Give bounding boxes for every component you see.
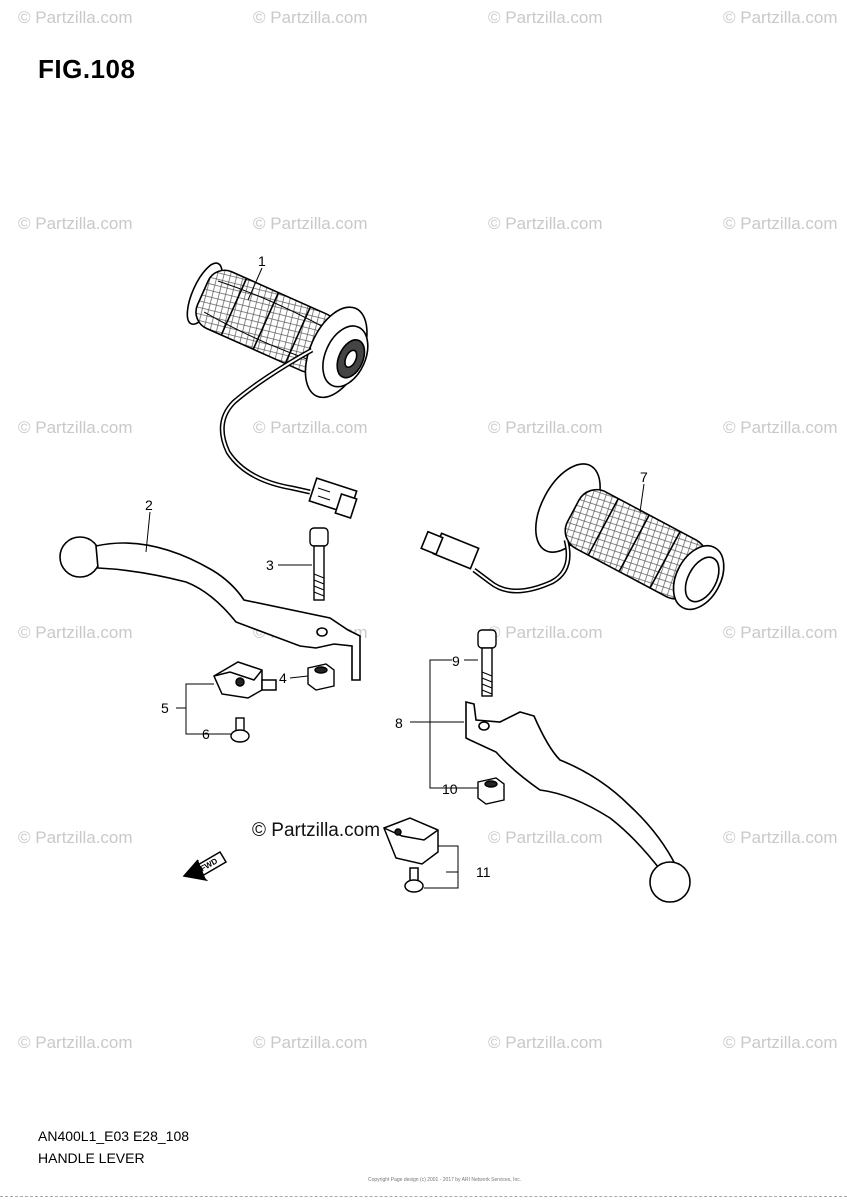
model-code: AN400L1_E03 E28_108 [38,1128,190,1144]
watermark: © Partzilla.com [253,418,368,437]
callout-5: 5 [161,700,169,716]
watermark: © Partzilla.com [18,418,133,437]
watermark: © Partzilla.com [18,1033,133,1052]
watermark: © Partzilla.com [18,623,133,642]
watermark: © Partzilla.com [488,828,603,847]
watermark: © Partzilla.com [253,214,368,233]
callout-10: 10 [442,781,458,797]
watermark: © Partzilla.com [723,418,838,437]
watermark: © Partzilla.com [723,1033,838,1052]
callout-11: 11 [476,864,491,880]
nut-icon [477,777,505,805]
watermark-center: © Partzilla.com [252,820,381,841]
bolt-icon [309,527,329,601]
brake-switch-icon [213,661,277,699]
lever-icon [59,536,361,681]
callout-7: 7 [640,469,648,485]
watermark: © Partzilla.com [488,623,603,642]
watermark: © Partzilla.com [723,8,838,27]
watermark: © Partzilla.com [253,8,368,27]
handle-grip-icon [420,463,725,611]
callout-3: 3 [266,557,274,573]
watermark: © Partzilla.com [18,828,133,847]
watermark: © Partzilla.com [18,214,133,233]
callout-4: 4 [279,670,287,686]
watermark: © Partzilla.com [488,1033,603,1052]
watermark: © Partzilla.com [723,214,838,233]
watermark: © Partzilla.com [488,8,603,27]
watermark: © Partzilla.com [723,623,838,642]
callout-9: 9 [452,653,460,669]
figure-title: FIG.108 [38,54,136,84]
leader-lines [145,267,645,889]
screw-icon [230,717,250,743]
figure-name: HANDLE LEVER [38,1150,145,1166]
bolt-icon [477,629,497,697]
callout-1: 1 [258,253,266,269]
handle-grip-icon [186,262,369,519]
watermark: © Partzilla.com [18,8,133,27]
watermark: © Partzilla.com [488,214,603,233]
watermark: © Partzilla.com [488,418,603,437]
watermark: © Partzilla.com [253,1033,368,1052]
copyright-notice: Copyright Page design (c) 2001 - 2017 by… [368,1177,522,1183]
callout-8: 8 [395,715,403,731]
callout-2: 2 [145,497,153,513]
nut-icon [307,663,335,691]
brake-switch-icon [383,817,439,893]
forward-arrow-icon: FWD [182,850,228,882]
watermark: © Partzilla.com [723,828,838,847]
bottom-divider [0,1196,847,1197]
lever-icon [465,700,691,903]
callout-6: 6 [202,726,210,742]
